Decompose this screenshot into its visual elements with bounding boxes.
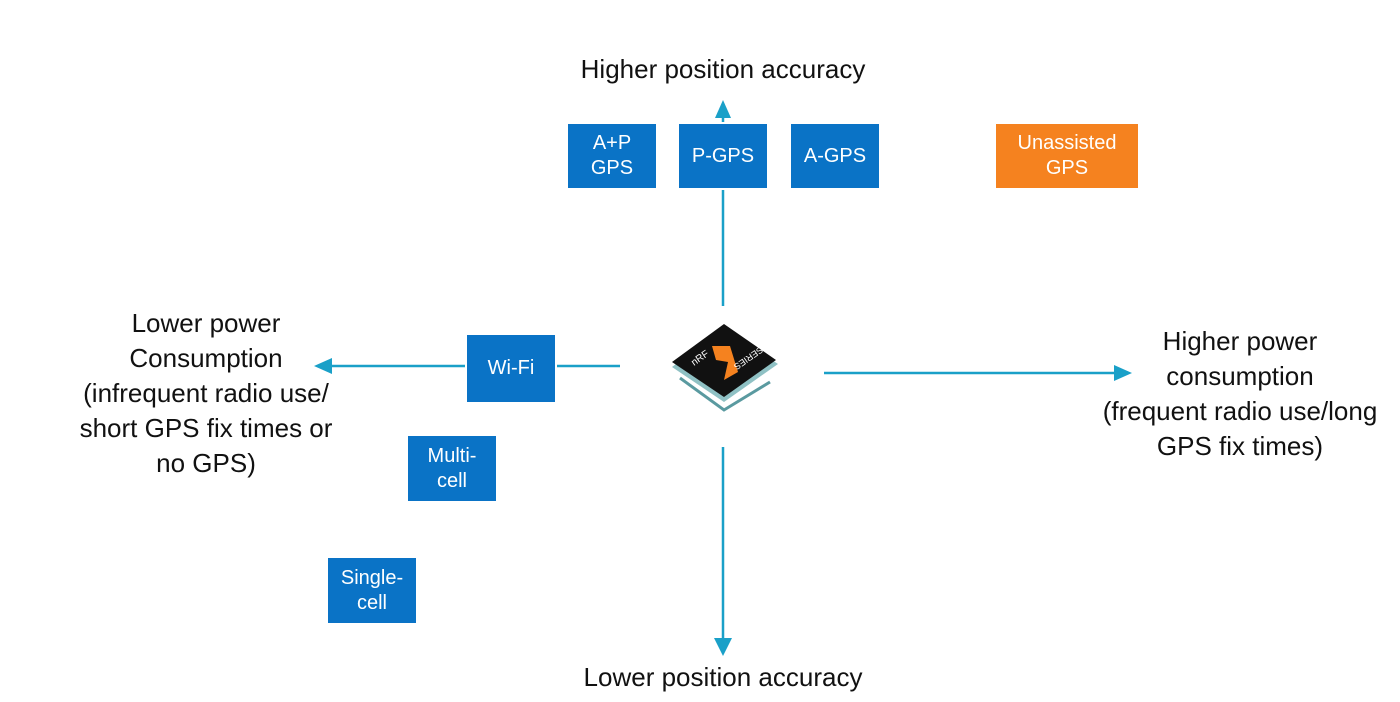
- up-arrowhead: [715, 100, 731, 118]
- top-axis-label: Higher position accuracy: [580, 54, 866, 84]
- method-a-gps: A-GPS: [791, 124, 879, 188]
- method-unassisted-gps: Unassisted GPS: [996, 124, 1138, 188]
- bottom-axis-label: Lower position accuracy: [583, 662, 863, 692]
- right-arrowhead: [1114, 365, 1132, 381]
- left-arrowhead: [314, 358, 332, 374]
- right-axis-label: Higher power consumption (frequent radio…: [1102, 326, 1378, 461]
- method-multi-cell: Multi- cell: [408, 436, 496, 501]
- left-axis-label: Lower power Consumption (infrequent radi…: [79, 308, 333, 478]
- nrf9-chip-icon: nRF SERIES: [672, 324, 778, 412]
- method-ap-gps: A+P GPS: [568, 124, 656, 188]
- method-p-gps: P-GPS: [679, 124, 767, 188]
- down-arrowhead: [714, 638, 732, 656]
- method-single-cell: Single- cell: [328, 558, 416, 623]
- method-wifi: Wi-Fi: [467, 335, 555, 402]
